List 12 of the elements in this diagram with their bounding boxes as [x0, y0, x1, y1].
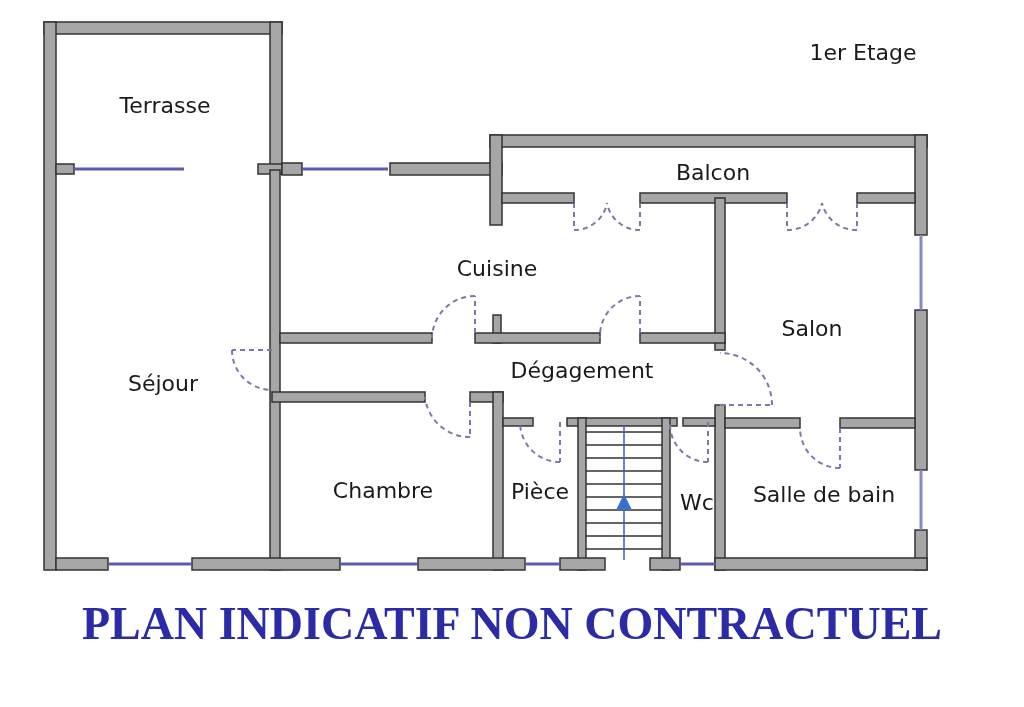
room-label: Chambre — [332, 477, 434, 503]
room-label: Terrasse — [119, 92, 211, 118]
room-label: Balcon — [675, 159, 751, 185]
room-label: Pièce — [510, 478, 570, 504]
room-label: Cuisine — [456, 255, 538, 281]
room-label: Dégagement — [510, 357, 654, 383]
floor-title: 1er Etage — [809, 39, 917, 65]
room-label: Salle de bain — [752, 481, 896, 507]
room-label: Séjour — [127, 370, 199, 396]
room-label: Wc — [680, 489, 714, 515]
room-label: Salon — [781, 315, 843, 341]
disclaimer-caption: PLAN INDICATIF NON CONTRACTUEL — [82, 596, 942, 650]
